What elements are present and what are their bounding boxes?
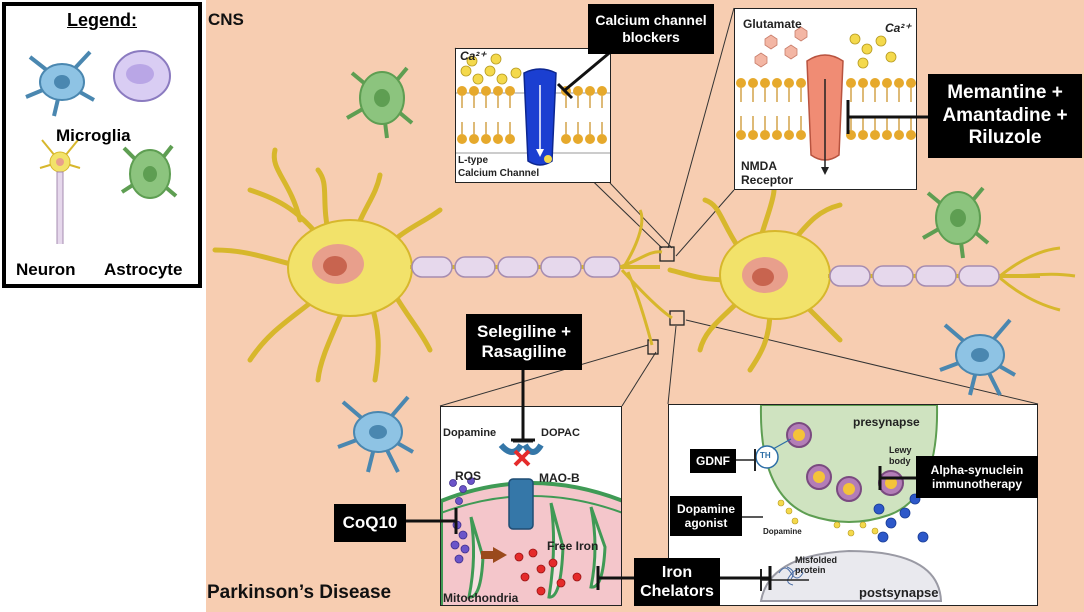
misfolded-label: Misfolded bbox=[795, 555, 837, 565]
presynapse-label: presynapse bbox=[853, 415, 920, 429]
inhibition-x-icon bbox=[513, 449, 531, 467]
memantine-line2: Amantadine + bbox=[942, 104, 1068, 126]
zoom-box-synapse-3 bbox=[647, 339, 659, 355]
mao-b-enzyme bbox=[508, 478, 534, 530]
legend-box: Legend: Microglia Neuron Astrocyte bbox=[2, 2, 202, 288]
mao-b-label: MAO-B bbox=[539, 471, 580, 485]
ros-label: ROS bbox=[455, 469, 482, 483]
memantine-line1: Memantine + bbox=[947, 81, 1063, 103]
alpha-synuclein-line1: Alpha-synuclein bbox=[930, 462, 1024, 477]
astrocyte-top bbox=[346, 66, 414, 139]
alpha-synuclein-box: Alpha-synuclein immunotherapy bbox=[916, 456, 1038, 498]
gdnf-box: GDNF bbox=[690, 449, 736, 473]
calcium-blockers-line2: blockers bbox=[622, 29, 680, 45]
lewy-label: Lewy bbox=[889, 445, 912, 455]
memantine-line3: Riluzole bbox=[968, 127, 1042, 149]
mito-dopamine-label: Dopamine bbox=[443, 427, 497, 439]
nmda-calcium-ion-label: Ca²⁺ bbox=[885, 21, 911, 35]
mitochondria-label: Mitochondria bbox=[443, 591, 519, 605]
calcium-channel-label: Calcium Channel bbox=[458, 168, 540, 179]
calcium-blockers-box: Calcium channel blockers bbox=[588, 4, 714, 54]
receptor-label: Receptor bbox=[741, 173, 794, 187]
iron-chelators-line2: Chelators bbox=[640, 583, 714, 600]
selegiline-line2: Rasagiline bbox=[481, 342, 567, 361]
zoom-box-synapse-1 bbox=[659, 246, 675, 262]
calcium-blockers-line1: Calcium channel bbox=[595, 12, 707, 29]
protein-label: protein bbox=[795, 565, 826, 575]
free-iron-particles bbox=[514, 548, 582, 596]
coq10-box: CoQ10 bbox=[334, 504, 406, 542]
alpha-synuclein-aggregates bbox=[873, 493, 929, 543]
activated-microglia-icon bbox=[113, 50, 171, 102]
neuron-icon bbox=[39, 139, 81, 244]
l-type-label: L-type bbox=[458, 155, 488, 166]
postsynaptic-terminal bbox=[759, 549, 943, 602]
astrocyte-right bbox=[922, 186, 990, 259]
iron-chelators-box: Iron Chelators bbox=[634, 558, 720, 606]
dopamine-agonist-line1: Dopamine bbox=[676, 501, 735, 516]
ros-particles bbox=[449, 477, 475, 564]
axon-right bbox=[828, 246, 1076, 312]
dopamine-agonist-box: Dopamine agonist bbox=[670, 496, 742, 536]
mitochondria-illustration bbox=[441, 419, 621, 605]
astrocyte-icon bbox=[120, 144, 178, 199]
synapse-dopamine-label: Dopamine bbox=[763, 527, 802, 536]
dopac-label: DOPAC bbox=[541, 427, 580, 439]
th-label: TH bbox=[760, 451, 771, 460]
neuron-right bbox=[667, 167, 843, 373]
neuron-left bbox=[212, 147, 443, 383]
alpha-synuclein-line2: immunotherapy bbox=[931, 477, 1022, 491]
selegiline-line1: Selegiline + bbox=[476, 321, 571, 341]
memantine-box: Memantine + Amantadine + Riluzole bbox=[928, 74, 1082, 158]
legend-microglia-label: Microglia bbox=[56, 126, 131, 145]
microglia-right bbox=[939, 318, 1016, 396]
microglia-left bbox=[337, 395, 414, 473]
axon-left bbox=[410, 209, 673, 346]
nmda-membrane-illustration bbox=[736, 26, 916, 175]
dopamine-vesicles bbox=[786, 422, 904, 502]
selegiline-box: Selegiline + Rasagiline bbox=[466, 314, 582, 370]
postsynapse-label: postsynapse bbox=[859, 585, 939, 600]
disease-label: Parkinson’s Disease bbox=[207, 582, 392, 603]
synapse-illustration bbox=[699, 405, 943, 602]
microglia-icon bbox=[25, 50, 95, 117]
legend-title: Legend: bbox=[67, 10, 137, 30]
cns-label: CNS bbox=[208, 10, 244, 29]
iron-chelators-line1: Iron bbox=[661, 563, 693, 581]
nmda-receptor-panel: Glutamate Ca²⁺ NMDA Receptor bbox=[734, 8, 917, 190]
free-iron-label: Free Iron bbox=[547, 539, 599, 553]
glutamate-label: Glutamate bbox=[743, 17, 802, 31]
nmda-label: NMDA bbox=[741, 159, 777, 173]
body-label: body bbox=[889, 456, 911, 466]
legend-astrocyte-label: Astrocyte bbox=[104, 260, 183, 279]
dopamine-agonist-line2: agonist bbox=[684, 516, 728, 530]
calcium-ion-label: Ca²⁺ bbox=[460, 49, 486, 63]
legend-icons bbox=[25, 50, 178, 244]
calcium-channel-panel: Ca²⁺ L-type Calcium Channel bbox=[455, 48, 611, 183]
legend-neuron-label: Neuron bbox=[16, 260, 76, 279]
